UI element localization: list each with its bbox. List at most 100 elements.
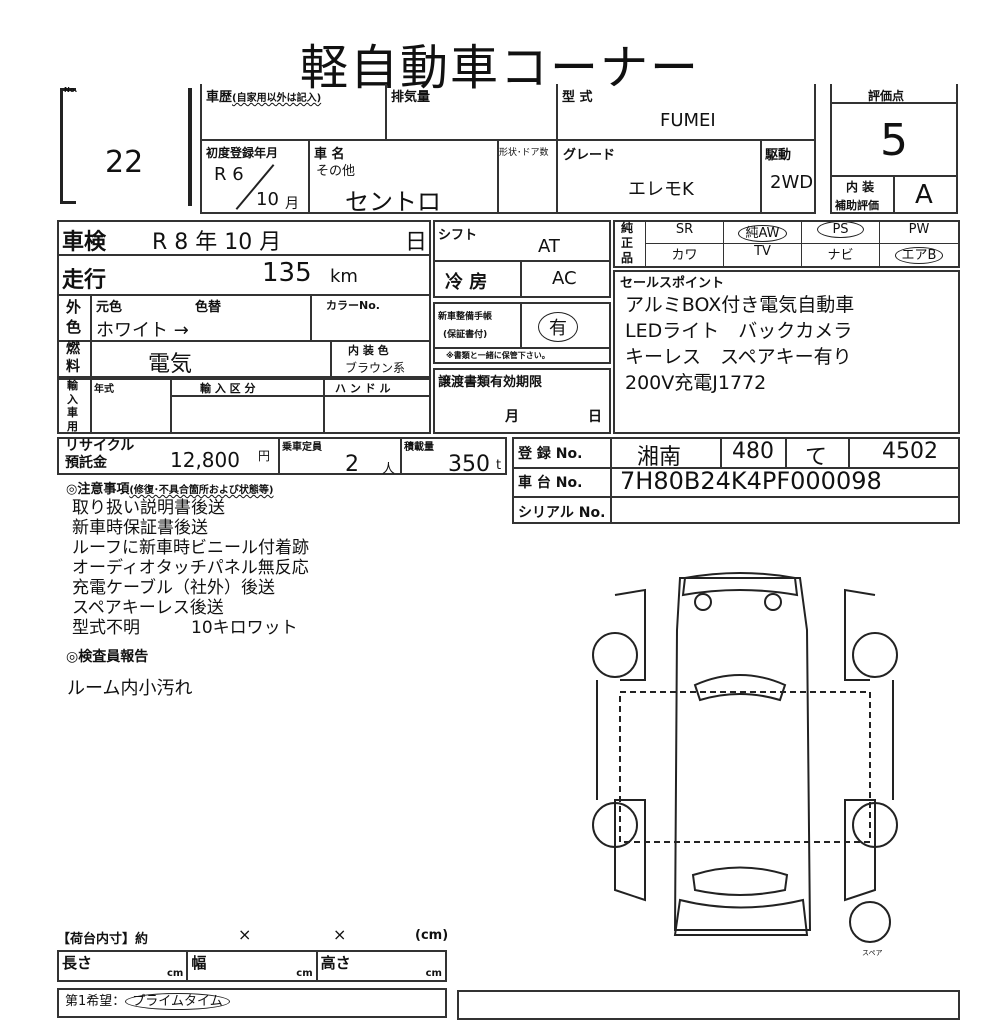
color-no-label: カラーNo. bbox=[326, 299, 380, 312]
rule bbox=[310, 294, 312, 342]
sales-point: キーレス スペアキー有り bbox=[625, 346, 852, 368]
recycle-box bbox=[57, 437, 507, 475]
load-label: 積載量 bbox=[404, 442, 434, 453]
drive-label: 駆動 bbox=[765, 148, 792, 163]
service-book-value: 有 bbox=[538, 312, 578, 342]
tail-light bbox=[764, 593, 782, 611]
chassis-label: 車 台 No. bbox=[518, 475, 583, 491]
car-damage-diagram bbox=[592, 572, 898, 943]
right-doors bbox=[844, 588, 876, 902]
sales-point: LEDライト バックカメラ bbox=[625, 320, 853, 342]
cargo-x: × bbox=[333, 925, 347, 944]
car-body-outline bbox=[673, 577, 812, 931]
transfer-box bbox=[433, 368, 611, 434]
rule bbox=[90, 378, 92, 434]
option-sr: SR bbox=[646, 222, 724, 244]
capacity-unit: 人 bbox=[382, 462, 396, 477]
top-block bbox=[200, 84, 816, 214]
rule bbox=[720, 437, 722, 467]
notes-sub: (修復･不具合箇所および状態等) bbox=[129, 485, 274, 496]
rule bbox=[433, 347, 611, 349]
interior-score: A bbox=[915, 180, 933, 210]
notes-list: 取り扱い説明書後送 新車時保証書後送 ルーフに新車時ビニール付着跡 オーディオタ… bbox=[72, 498, 309, 638]
ac-label: 冷 房 bbox=[445, 272, 488, 293]
rule bbox=[90, 294, 92, 342]
body-doors-label: 形状･ドア数 bbox=[499, 148, 549, 158]
genuine-grid: SR 純AW PS PW カワ TV ナビ エアB bbox=[645, 221, 958, 266]
inspector-label: ◎検査員報告 bbox=[66, 649, 149, 665]
registration-box bbox=[512, 437, 960, 524]
fuel-value: 電気 bbox=[148, 352, 193, 377]
shift-label: シフト bbox=[438, 228, 478, 243]
tail-light bbox=[694, 593, 712, 611]
option-tv: TV bbox=[724, 244, 802, 266]
first-reg-era: R 6 bbox=[214, 164, 244, 185]
registration-label: 登 録 No. bbox=[518, 446, 583, 462]
service-book-note: ※書類と一緒に保管下さい。 bbox=[446, 351, 550, 360]
first-reg-label: 初度登録年月 bbox=[206, 146, 279, 160]
note-line: 新車時保証書後送 bbox=[72, 518, 208, 538]
interior-color-label: 内 装 色 bbox=[348, 344, 389, 357]
note-line: 取り扱い説明書後送 bbox=[72, 498, 225, 518]
rule bbox=[400, 437, 402, 475]
inspection-value: R 8 年 10 月 bbox=[152, 230, 282, 255]
note-line: スペアキーレス後送 bbox=[72, 598, 224, 618]
shift-value: AT bbox=[538, 236, 560, 257]
ac-box bbox=[433, 260, 611, 298]
notes-heading: ◎注意事項(修復･不具合箇所および状態等) bbox=[66, 478, 273, 497]
service-book-label: 新車整備手帳 bbox=[438, 312, 493, 322]
sales-points: アルミBOX付き電気自動車 LEDライト バックカメラ キーレス スペアキー有り… bbox=[625, 292, 854, 396]
load-value: 350 bbox=[448, 452, 490, 477]
service-book-box bbox=[433, 302, 611, 364]
rule bbox=[520, 260, 522, 298]
history-sub: (自家用以外は記入) bbox=[232, 93, 322, 104]
sheet-title: 軽自動車コーナー bbox=[299, 40, 700, 96]
inspection-label: 車検 bbox=[62, 230, 107, 255]
recycle-unit: 円 bbox=[258, 449, 271, 463]
option-alloy-wheels: 純AW bbox=[724, 222, 802, 244]
import-class-label: 輸 入 区 分 bbox=[200, 382, 256, 395]
rule bbox=[330, 340, 332, 378]
lot-bracket bbox=[60, 88, 76, 204]
import-label: 輸入車用 bbox=[67, 379, 78, 433]
cargo-label: 【荷台内寸】約 bbox=[57, 932, 149, 947]
rear-window bbox=[693, 674, 787, 702]
year-label: 年式 bbox=[94, 384, 114, 395]
rule bbox=[556, 84, 558, 214]
rule bbox=[323, 378, 325, 434]
wheel-front-left bbox=[592, 802, 638, 848]
rule bbox=[278, 437, 280, 475]
spare-tire bbox=[849, 901, 891, 943]
rule bbox=[90, 340, 92, 378]
interior-label: 内 装 bbox=[846, 180, 875, 194]
fuel-label: 燃料 bbox=[66, 341, 80, 375]
mileage-row bbox=[57, 254, 431, 296]
rule bbox=[893, 175, 895, 213]
wheel-rear-left bbox=[592, 632, 638, 678]
wheel-rear-right bbox=[852, 632, 898, 678]
spare-label: スペア bbox=[862, 949, 883, 957]
import-row bbox=[57, 378, 431, 434]
score-value: 5 bbox=[880, 115, 908, 166]
note-line: ルーフに新車時ビニール付着跡 bbox=[72, 538, 309, 558]
left-doors bbox=[614, 588, 646, 902]
registration-kana: て bbox=[805, 445, 828, 470]
note-line: オーディオタッチパネル無反応 bbox=[72, 558, 309, 578]
inspector-report: ルーム内小汚れ bbox=[67, 678, 193, 699]
option-power-windows: PW bbox=[880, 222, 958, 244]
capacity-label: 乗車定員 bbox=[282, 442, 322, 453]
notes-label: ◎注意事項 bbox=[66, 482, 130, 497]
displacement-label: 排気量 bbox=[391, 90, 431, 105]
score-label: 評価点 bbox=[868, 89, 905, 103]
option-power-steering: PS bbox=[802, 221, 880, 244]
lot-number: 22 bbox=[105, 145, 144, 180]
grade-value: エレモK bbox=[628, 179, 694, 200]
registration-class: 480 bbox=[732, 439, 774, 464]
option-airbag: エアB bbox=[880, 244, 958, 266]
rule bbox=[170, 395, 430, 397]
genuine-label: 純正品 bbox=[621, 221, 634, 265]
car-name-value: セントロ bbox=[345, 188, 441, 216]
